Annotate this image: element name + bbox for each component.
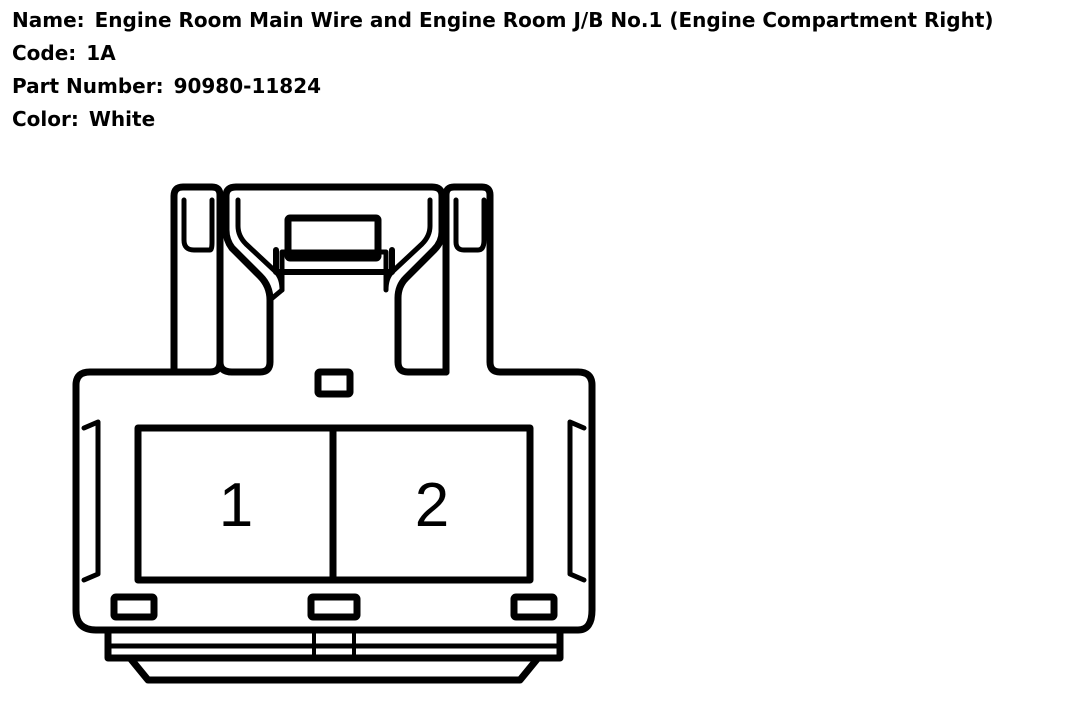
left-side-guide <box>81 419 101 583</box>
connector-color: White <box>88 107 156 131</box>
code-label: Code: <box>12 41 77 65</box>
pin-2-label: 2 <box>415 471 449 540</box>
connector-housing <box>72 183 596 634</box>
part-number-label: Part Number: <box>12 74 164 98</box>
connector-info: Name: Engine Room Main Wire and Engine Ro… <box>12 4 994 136</box>
pin-1-label: 1 <box>219 471 253 540</box>
part-number-row: Part Number: 90980-11824 <box>12 70 994 103</box>
keyway-marker <box>314 368 354 398</box>
lock-lever-base <box>273 247 395 275</box>
right-side-guide <box>567 419 587 583</box>
connector-name: Engine Room Main Wire and Engine Room J/… <box>94 8 994 32</box>
right-latch-inner <box>453 197 487 253</box>
retainer-slot-right <box>510 593 558 621</box>
color-row: Color: White <box>12 103 994 136</box>
lock-frame <box>216 183 450 376</box>
connector-code: 1A <box>86 41 116 65</box>
lock-frame-left <box>267 287 285 303</box>
retainer-slot-left <box>110 593 158 621</box>
retainer-slot-center <box>307 593 361 621</box>
lock-lever <box>284 214 382 262</box>
name-row: Name: Engine Room Main Wire and Engine Ro… <box>12 4 994 37</box>
connector-part-number: 90980-11824 <box>173 74 322 98</box>
bottom-skirt <box>126 654 542 684</box>
color-label: Color: <box>12 107 79 131</box>
lock-frame-inner <box>235 197 433 293</box>
code-row: Code: 1A <box>12 37 994 70</box>
name-label: Name: <box>12 8 85 32</box>
left-latch-inner <box>181 197 215 253</box>
